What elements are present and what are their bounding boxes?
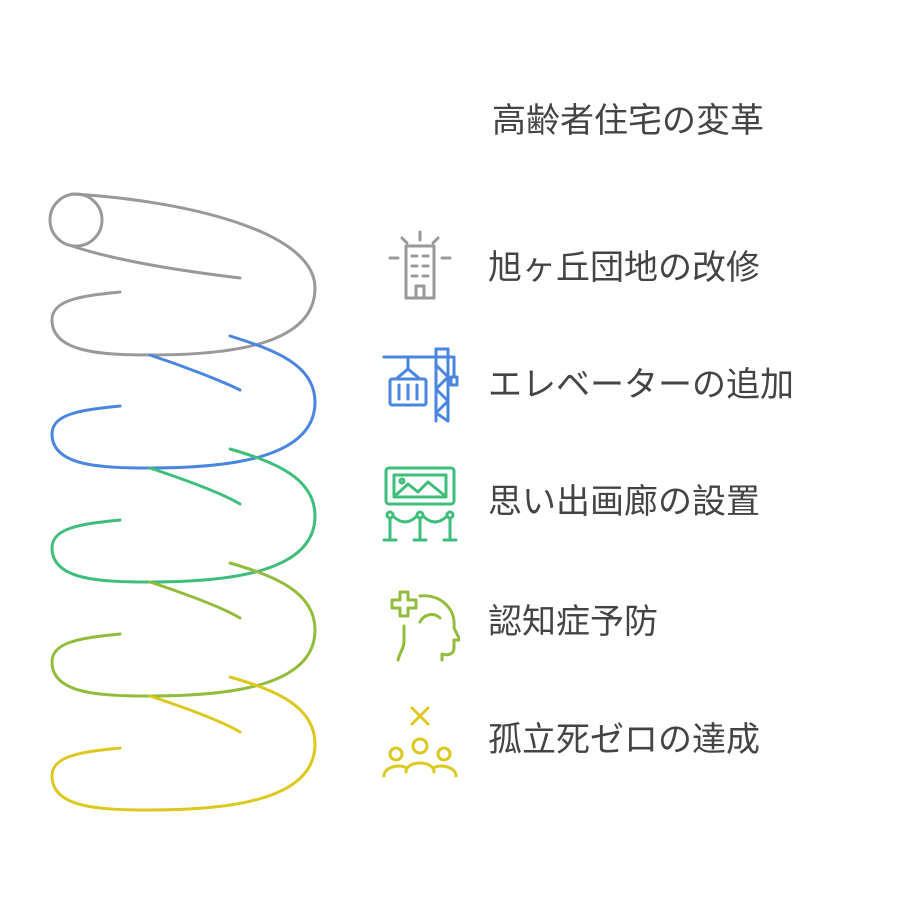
- head-health-icon: [390, 590, 460, 662]
- spring-segment-1: [48, 192, 317, 357]
- step-gallery: 思い出画廊の設置: [380, 462, 900, 542]
- step-label: 認知症予防: [488, 602, 658, 642]
- step-label: エレベーターの追加: [488, 365, 794, 405]
- step-label: 孤立死ゼロの達成: [488, 720, 760, 760]
- step-label: 思い出画廊の設置: [488, 482, 760, 522]
- gallery-frame-icon: [382, 466, 458, 542]
- step-elevator: エレベーターの追加: [380, 345, 900, 425]
- step-renovation: 旭ヶ丘団地の改修: [380, 228, 900, 308]
- spring-segment-5: [50, 675, 317, 812]
- diagram-title: 高齢者住宅の変革: [492, 101, 764, 141]
- building-icon: [388, 230, 452, 300]
- step-zero-isolation: 孤立死ゼロの達成: [380, 700, 900, 780]
- spring-segment-3: [50, 447, 317, 584]
- spring-segment-4: [50, 561, 317, 698]
- step-label: 旭ヶ丘団地の改修: [488, 248, 760, 288]
- spring-segment-2: [50, 334, 317, 470]
- crane-container-icon: [382, 347, 459, 423]
- community-people-icon: [382, 706, 458, 778]
- step-dementia-prevention: 認知症予防: [380, 582, 900, 662]
